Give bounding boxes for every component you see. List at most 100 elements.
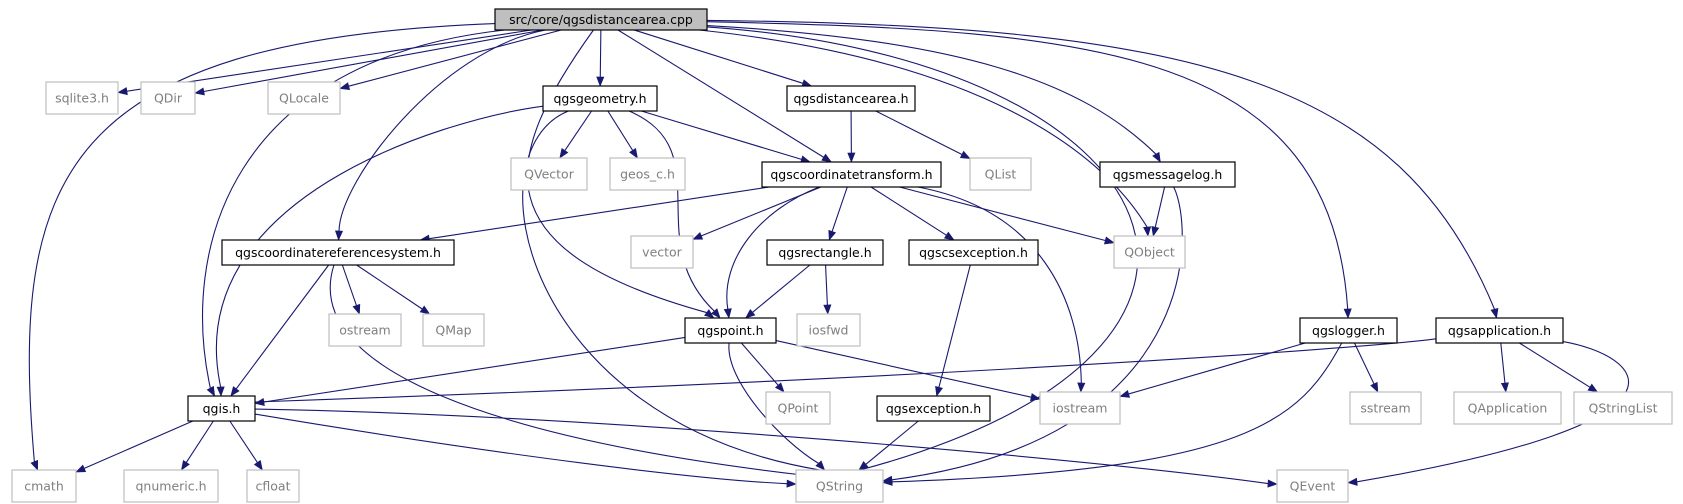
edge-qgsdistancearea-qlist: [875, 110, 971, 159]
edge-qgis-qstring: [254, 413, 797, 488]
edge-qgsmessagelog-qobject: [1151, 186, 1166, 237]
node-label: QDir: [154, 91, 183, 106]
node-label: cmath: [24, 479, 64, 494]
node-label: QStringList: [1589, 401, 1658, 416]
edge-root-cmath: [28, 22, 496, 471]
node-label: vector: [642, 245, 683, 260]
node-label: QObject: [1124, 245, 1175, 260]
edge-qgis-cmath: [75, 420, 194, 473]
edge-qgscoordinatetransform-iostream: [917, 186, 1086, 393]
edge-qgscoordinatetransform-qgsrectangle: [828, 186, 848, 241]
node-qvector: QVector: [510, 157, 588, 191]
edge-root-qobject: [699, 29, 1152, 237]
node-label: geos_c.h: [620, 167, 675, 182]
edge-root-qgsgeometry: [596, 29, 605, 87]
node-qmap: QMap: [422, 313, 485, 347]
node-label: qgslogger.h: [1312, 323, 1385, 338]
edge-root-qgsdistancearea: [634, 29, 813, 88]
edge-qgsdistancearea-qgscoordinatetransform: [847, 110, 856, 163]
node-label: qgsdistancearea.h: [793, 91, 908, 106]
node-qobject: QObject: [1113, 235, 1186, 269]
node-qstringlist: QStringList: [1573, 391, 1673, 425]
node-label: qgscoordinatereferencesystem.h: [235, 245, 441, 260]
node-qstring: QString: [795, 469, 884, 503]
node-root[interactable]: src/core/qgsdistancearea.cpp: [494, 8, 708, 31]
edge-qgscrs-qmap: [356, 264, 431, 315]
node-sqlite3: sqlite3.h: [45, 81, 119, 115]
edge-qgslogger-sstream: [1353, 342, 1379, 393]
node-qgsapplication[interactable]: qgsapplication.h: [1435, 317, 1564, 344]
edge-qgslogger-qstring: [882, 342, 1343, 486]
edge-qgspoint-iostream: [775, 340, 1041, 402]
node-qdir: QDir: [140, 81, 196, 115]
edge-qgscoordinatetransform-qobject: [899, 186, 1115, 245]
node-ostream: ostream: [328, 313, 402, 347]
edge-qgsgeometry-qstring: [522, 110, 821, 471]
edge-qgsmessagelog-qstring: [882, 186, 1183, 484]
node-qlocale: QLocale: [267, 81, 341, 115]
edge-root-qdir: [194, 29, 544, 96]
edge-qgsapplication-qstringlist: [1519, 342, 1599, 393]
node-label: QVector: [524, 167, 575, 182]
node-label: qgsexception.h: [886, 401, 981, 416]
node-label: QEvent: [1290, 479, 1336, 494]
node-label: iostream: [1053, 401, 1108, 416]
node-qgscsexception[interactable]: qgscsexception.h: [908, 239, 1039, 266]
node-qgsrectangle[interactable]: qgsrectangle.h: [766, 239, 884, 266]
node-label: qgspoint.h: [697, 323, 763, 338]
node-qgis[interactable]: qgis.h: [187, 395, 256, 422]
node-label: sqlite3.h: [55, 91, 109, 106]
edge-root-qgsmessagelog: [706, 25, 1161, 163]
edge-root-qgsapplication: [706, 19, 1499, 319]
node-qgsgeometry[interactable]: qgsgeometry.h: [542, 85, 658, 112]
node-label: qgsmessagelog.h: [1113, 167, 1223, 182]
edge-root-qgis: [201, 29, 505, 397]
edge-qgscrs-ostream: [341, 264, 361, 315]
node-label: qgsgeometry.h: [553, 91, 646, 106]
node-qgscoordinatetransform[interactable]: qgscoordinatetransform.h: [761, 161, 942, 188]
edge-qgslogger-iostream: [1119, 342, 1306, 398]
edge-qgsgeometry-qgspoint: [628, 110, 721, 319]
node-cmath: cmath: [11, 469, 77, 503]
node-qapplication: QApplication: [1453, 391, 1562, 425]
node-qgspoint[interactable]: qgspoint.h: [684, 317, 777, 344]
node-label: src/core/qgsdistancearea.cpp: [509, 12, 693, 27]
node-label: QPoint: [778, 401, 819, 416]
node-label: sstream: [1360, 401, 1410, 416]
node-label: QLocale: [279, 91, 329, 106]
node-iostream: iostream: [1039, 391, 1121, 425]
node-label: qgis.h: [203, 401, 241, 416]
node-label: QString: [816, 479, 863, 494]
node-label: qnumeric.h: [135, 479, 206, 494]
node-label: iosfwd: [809, 323, 849, 338]
node-qgslogger[interactable]: qgslogger.h: [1299, 317, 1398, 344]
edge-qgscoordinatetransform-qgscsexception: [870, 186, 955, 241]
node-label: qgscsexception.h: [919, 245, 1028, 260]
node-qevent: QEvent: [1276, 469, 1349, 503]
node-qgsdistancearea[interactable]: qgsdistancearea.h: [786, 85, 916, 112]
edge-qgsgeometry-qvector: [559, 110, 593, 159]
edge-qgsrectangle-iosfwd: [823, 264, 832, 315]
node-layer: src/core/qgsdistancearea.cpp sqlite3.h QDi…: [11, 8, 1673, 503]
edge-qgsgeometry-qgis: [215, 105, 544, 397]
edge-root-qgscrs: [334, 29, 546, 241]
node-cfloat: cfloat: [246, 469, 300, 503]
edge-qgsgeometry-geos: [607, 110, 638, 159]
edge-qgsrectangle-qgspoint: [745, 264, 811, 319]
edge-qgis-qnumeric: [180, 420, 214, 471]
node-vector: vector: [630, 235, 694, 269]
edge-root-qgspoint: [526, 29, 715, 319]
node-qgscrs[interactable]: qgscoordinatereferencesystem.h: [221, 239, 455, 266]
edge-qgscoordinatetransform-qgscrs: [419, 186, 770, 243]
node-label: ostream: [339, 323, 390, 338]
node-label: qgscoordinatetransform.h: [770, 167, 932, 182]
node-qgsexception[interactable]: qgsexception.h: [876, 395, 991, 422]
edge-qgspoint-qpoint: [740, 342, 785, 393]
edge-qgsapplication-qapplication: [1500, 342, 1509, 393]
edge-layer: [28, 19, 1630, 488]
edge-qgsexception-qstring: [858, 420, 919, 471]
node-sstream: sstream: [1349, 391, 1422, 425]
node-qnumeric: qnumeric.h: [123, 469, 219, 503]
edge-root-qstring: [706, 26, 1139, 471]
node-qgsmessagelog[interactable]: qgsmessagelog.h: [1099, 161, 1236, 188]
